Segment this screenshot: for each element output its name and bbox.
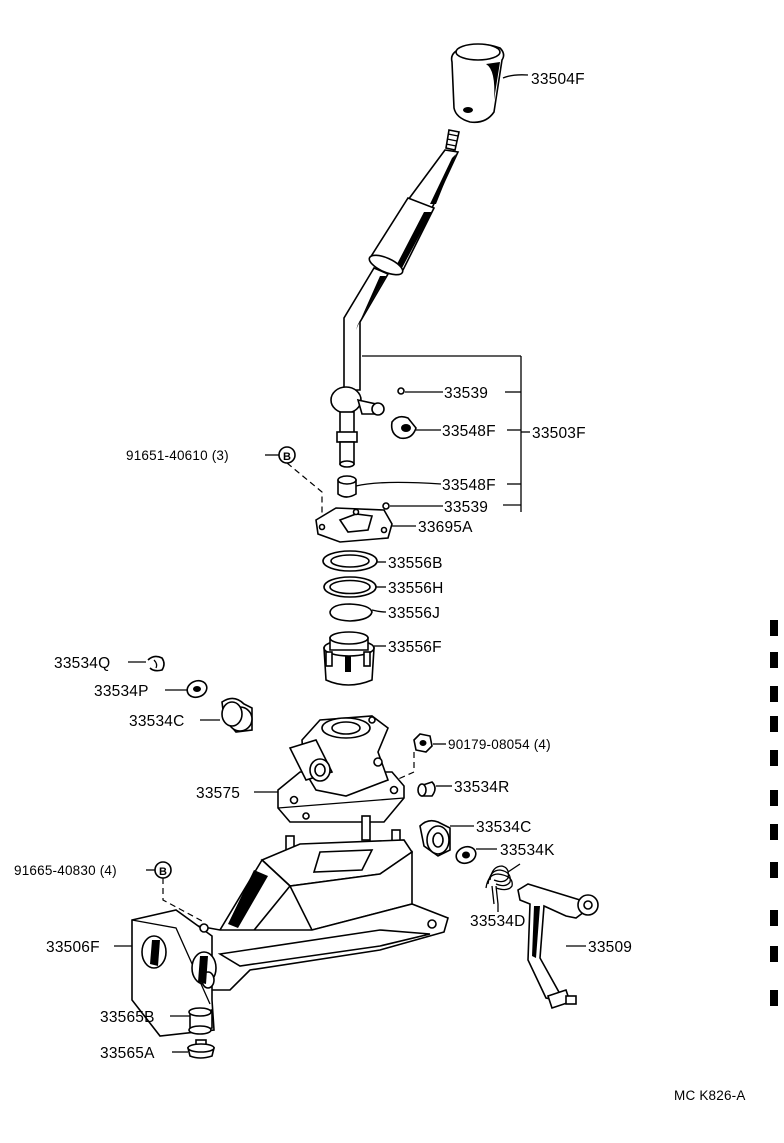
label-washer-p: 33534P	[94, 683, 149, 700]
figure-code: MC K826-A	[674, 1088, 746, 1103]
label-bushing-c-left: 33534C	[129, 713, 185, 730]
housing-33575	[277, 715, 405, 823]
label-seat-bottom: 33548F	[442, 477, 496, 494]
label-bolt-bracket: 91665-40830 (4)	[14, 863, 117, 878]
callout-b-lower-text: B	[159, 866, 167, 878]
retainer-plate	[315, 507, 393, 543]
label-seat-top: 33548F	[442, 423, 496, 440]
clip-33534q	[147, 655, 165, 672]
label-ring-b: 33556B	[388, 555, 443, 572]
ring-33556h	[323, 576, 377, 598]
bushing-33565a	[186, 1039, 216, 1059]
edge-marks	[770, 620, 778, 1006]
seat-bottom	[337, 475, 357, 498]
bushing-right	[419, 819, 451, 857]
leader-knob	[502, 74, 529, 79]
pin-33534r	[417, 781, 436, 797]
select-arm	[517, 883, 599, 1010]
bushing-33565b	[188, 1007, 213, 1035]
seat-top	[390, 415, 417, 440]
label-bushing-b: 33565B	[100, 1009, 155, 1026]
shift-lever	[330, 129, 460, 468]
ball-top	[397, 387, 405, 395]
label-bolt-housing: 90179-08054 (4)	[448, 737, 551, 752]
label-bushing-c-right: 33534C	[476, 819, 532, 836]
callout-b-top-text: B	[283, 451, 291, 463]
bolt-90179	[413, 733, 433, 753]
cup-33556f	[323, 631, 375, 686]
label-ring-h: 33556H	[388, 580, 444, 597]
label-cup: 33556F	[388, 639, 442, 656]
label-ball-top: 33539	[444, 385, 488, 402]
label-plate: 33695A	[418, 519, 473, 536]
bushing-left	[221, 697, 253, 733]
label-pin-r: 33534R	[454, 779, 510, 796]
label-knob: 33504F	[531, 71, 585, 88]
bracket-33506f	[131, 815, 449, 1037]
label-spring-d: 33534D	[470, 913, 526, 930]
label-housing: 33575	[196, 785, 240, 802]
snap-ring	[329, 603, 373, 622]
collar-33534k	[455, 845, 477, 865]
label-bolt-cover: 91651-40610 (3)	[126, 448, 229, 463]
washer-33534p	[186, 679, 208, 699]
ball-bottom	[382, 502, 390, 510]
shift-knob	[450, 43, 505, 124]
label-bracket: 33506F	[46, 939, 100, 956]
label-arm: 33509	[588, 939, 632, 956]
label-clip-q: 33534Q	[54, 655, 110, 672]
label-bushing-a: 33565A	[100, 1045, 155, 1062]
label-lever-assy: 33503F	[532, 425, 586, 442]
ring-33556b	[322, 550, 378, 572]
label-snap-ring: 33556J	[388, 605, 440, 622]
label-collar-k: 33534K	[500, 842, 555, 859]
spring-33534d	[485, 863, 521, 905]
label-ball-bottom: 33539	[444, 499, 488, 516]
lever-assy-bracket	[362, 355, 530, 512]
